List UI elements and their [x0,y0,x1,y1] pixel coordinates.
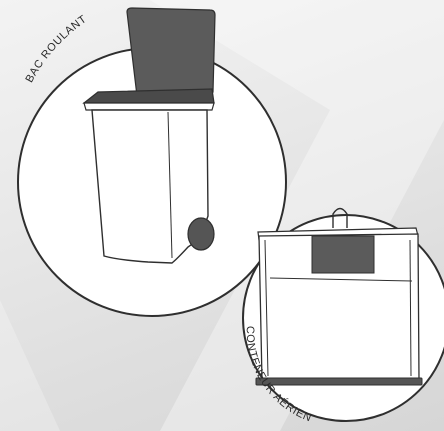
wheelie-bin-icon [84,8,215,263]
bin-rim-front [84,103,214,110]
bin-lid [127,8,215,96]
overhead-container-icon [256,209,422,386]
container-base [256,378,422,385]
bin-wheel [188,218,214,250]
overhead-container-group: CONTENEUR AÉRIEN [243,209,444,425]
container-panel [312,236,374,273]
